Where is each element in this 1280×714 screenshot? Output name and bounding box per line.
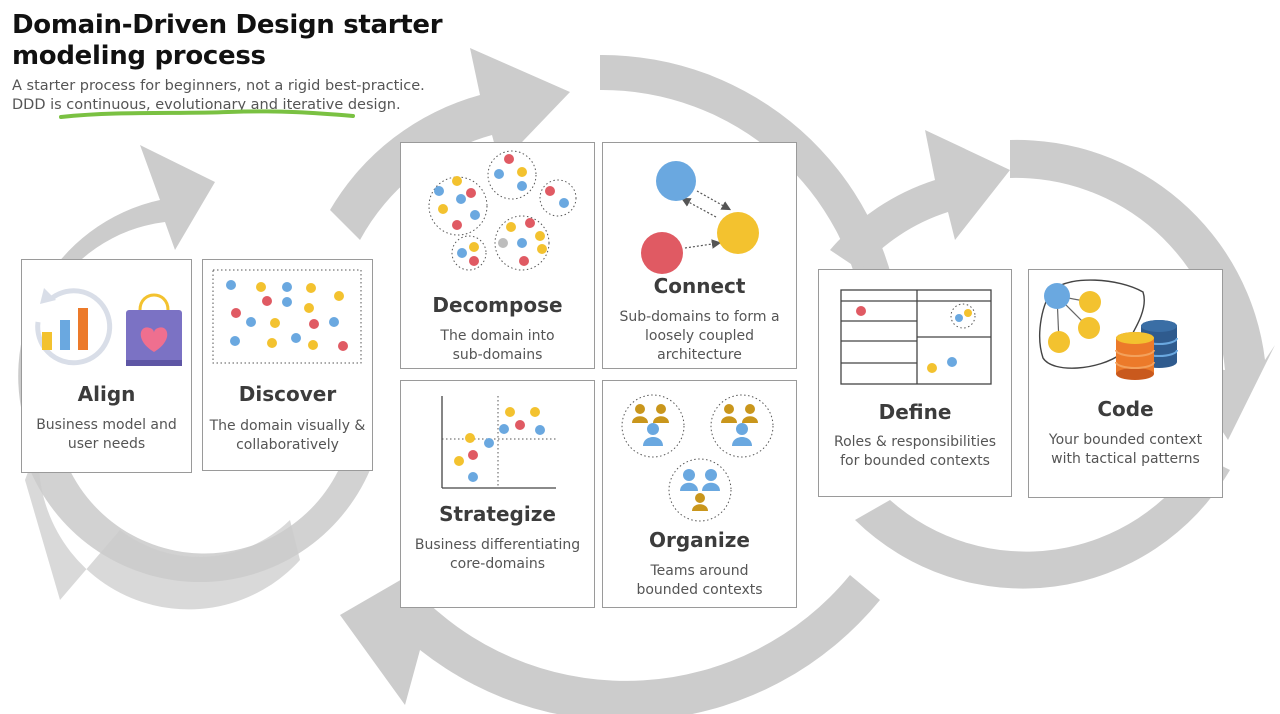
step-title-define: Define bbox=[878, 400, 952, 424]
sticky-notes-dots bbox=[226, 280, 348, 351]
step-desc-code: Your bounded context with tactical patte… bbox=[1031, 431, 1220, 469]
organize-illustration bbox=[621, 394, 774, 522]
step-title-connect: Connect bbox=[653, 274, 746, 298]
subtitle-line-1: A starter process for beginners, not a r… bbox=[12, 78, 425, 94]
step-card-decompose: Decompose The domain into sub-domains bbox=[400, 142, 595, 369]
connect-illustration bbox=[641, 161, 759, 274]
step-desc-decompose: The domain into sub-domains bbox=[403, 327, 592, 365]
core-domain-chart-axes bbox=[441, 396, 556, 489]
step-card-align: Align Business model and user needs bbox=[21, 259, 192, 473]
code-illustration bbox=[1039, 279, 1178, 380]
strategize-illustration bbox=[441, 396, 556, 489]
define-illustration bbox=[840, 289, 992, 385]
green-highlight-underline bbox=[59, 109, 355, 119]
page-subtitle: A starter process for beginners, not a r… bbox=[12, 77, 425, 115]
page-title-line-1: Domain-Driven Design starter bbox=[12, 10, 443, 40]
step-card-strategize: Strategize Business differentiating core… bbox=[400, 380, 595, 608]
step-desc-organize-line-1: Teams around bbox=[650, 563, 749, 579]
connection-arrows bbox=[680, 190, 732, 249]
step-desc-code-line-1: Your bounded context bbox=[1048, 432, 1203, 448]
shopping-bag-heart-icon bbox=[126, 293, 182, 366]
step-desc-connect-line-3: architecture bbox=[657, 347, 742, 363]
subtitle-line-2: DDD is continuous, evolutionary and iter… bbox=[12, 97, 401, 113]
step-desc-discover-line-1: The domain visually & bbox=[209, 418, 366, 434]
step-desc-define: Roles & responsibilities for bounded con… bbox=[821, 433, 1009, 471]
step-desc-discover: The domain visually & collaboratively bbox=[205, 417, 370, 455]
step-title-strategize: Strategize bbox=[439, 502, 556, 526]
step-desc-connect-line-2: loosely coupled bbox=[645, 328, 754, 344]
step-desc-connect: Sub-domains to form a loosely coupled ar… bbox=[605, 308, 794, 365]
step-title-decompose: Decompose bbox=[432, 293, 563, 317]
step-card-define: Define Roles & responsibilities for boun… bbox=[818, 269, 1012, 497]
step-desc-define-line-1: Roles & responsibilities bbox=[834, 434, 996, 450]
step-desc-align: Business model and user needs bbox=[24, 416, 189, 454]
team-circles bbox=[621, 394, 774, 522]
step-desc-align-line-1: Business model and bbox=[36, 417, 177, 433]
step-desc-connect-line-1: Sub-domains to form a bbox=[619, 309, 780, 325]
step-card-discover: Discover The domain visually & collabora… bbox=[202, 259, 373, 471]
step-desc-strategize-line-1: Business differentiating bbox=[414, 537, 581, 553]
team-people-icons bbox=[632, 404, 758, 511]
sub-domain-circles bbox=[428, 150, 577, 271]
align-illustration bbox=[35, 288, 182, 366]
database-icons bbox=[1115, 320, 1178, 380]
step-desc-strategize-line-2: core-domains bbox=[449, 556, 546, 572]
step-title-discover: Discover bbox=[238, 382, 337, 406]
bounded-context-canvas bbox=[840, 289, 992, 385]
left-cycle-arrow bbox=[18, 145, 215, 445]
step-title-code: Code bbox=[1097, 397, 1154, 421]
step-desc-align-line-2: user needs bbox=[67, 436, 146, 452]
right-cycle-bottom-arrow bbox=[855, 455, 1230, 589]
step-card-connect: Connect Sub-domains to form a loosely co… bbox=[602, 142, 797, 369]
page-title: Domain-Driven Design starter modeling pr… bbox=[12, 10, 443, 72]
step-desc-decompose-line-2: sub-domains bbox=[452, 347, 543, 363]
domain-points bbox=[454, 407, 545, 482]
step-desc-decompose-line-1: The domain into bbox=[440, 328, 555, 344]
sub-domain-yellow-node bbox=[717, 212, 759, 254]
step-desc-organize: Teams around bounded contexts bbox=[605, 562, 794, 600]
step-title-align: Align bbox=[77, 382, 136, 406]
sub-domain-red-node bbox=[641, 232, 683, 274]
left-bottom-hook-arrow bbox=[25, 440, 300, 610]
step-desc-organize-line-2: bounded contexts bbox=[636, 582, 763, 598]
step-desc-strategize: Business differentiating core-domains bbox=[403, 536, 592, 574]
sub-domain-blue-node bbox=[656, 161, 696, 201]
step-desc-define-line-2: for bounded contexts bbox=[840, 453, 990, 469]
middle-cycle-bottom-arrow bbox=[340, 560, 880, 714]
page-title-line-2: modeling process bbox=[12, 41, 266, 71]
step-desc-code-line-2: with tactical patterns bbox=[1051, 451, 1200, 467]
step-title-organize: Organize bbox=[649, 528, 750, 552]
refresh-cycle-icon bbox=[35, 288, 113, 366]
step-desc-discover-line-2: collaboratively bbox=[236, 437, 339, 453]
step-card-organize: Organize Teams around bounded contexts bbox=[602, 380, 797, 608]
right-cycle-top-arrow bbox=[830, 130, 1010, 270]
discover-illustration bbox=[212, 269, 362, 364]
bar-chart-icon bbox=[42, 308, 88, 350]
sub-domain-dots bbox=[434, 154, 569, 266]
decompose-illustration bbox=[428, 150, 577, 271]
step-card-code: Code Your bounded context with tactical … bbox=[1028, 269, 1223, 498]
